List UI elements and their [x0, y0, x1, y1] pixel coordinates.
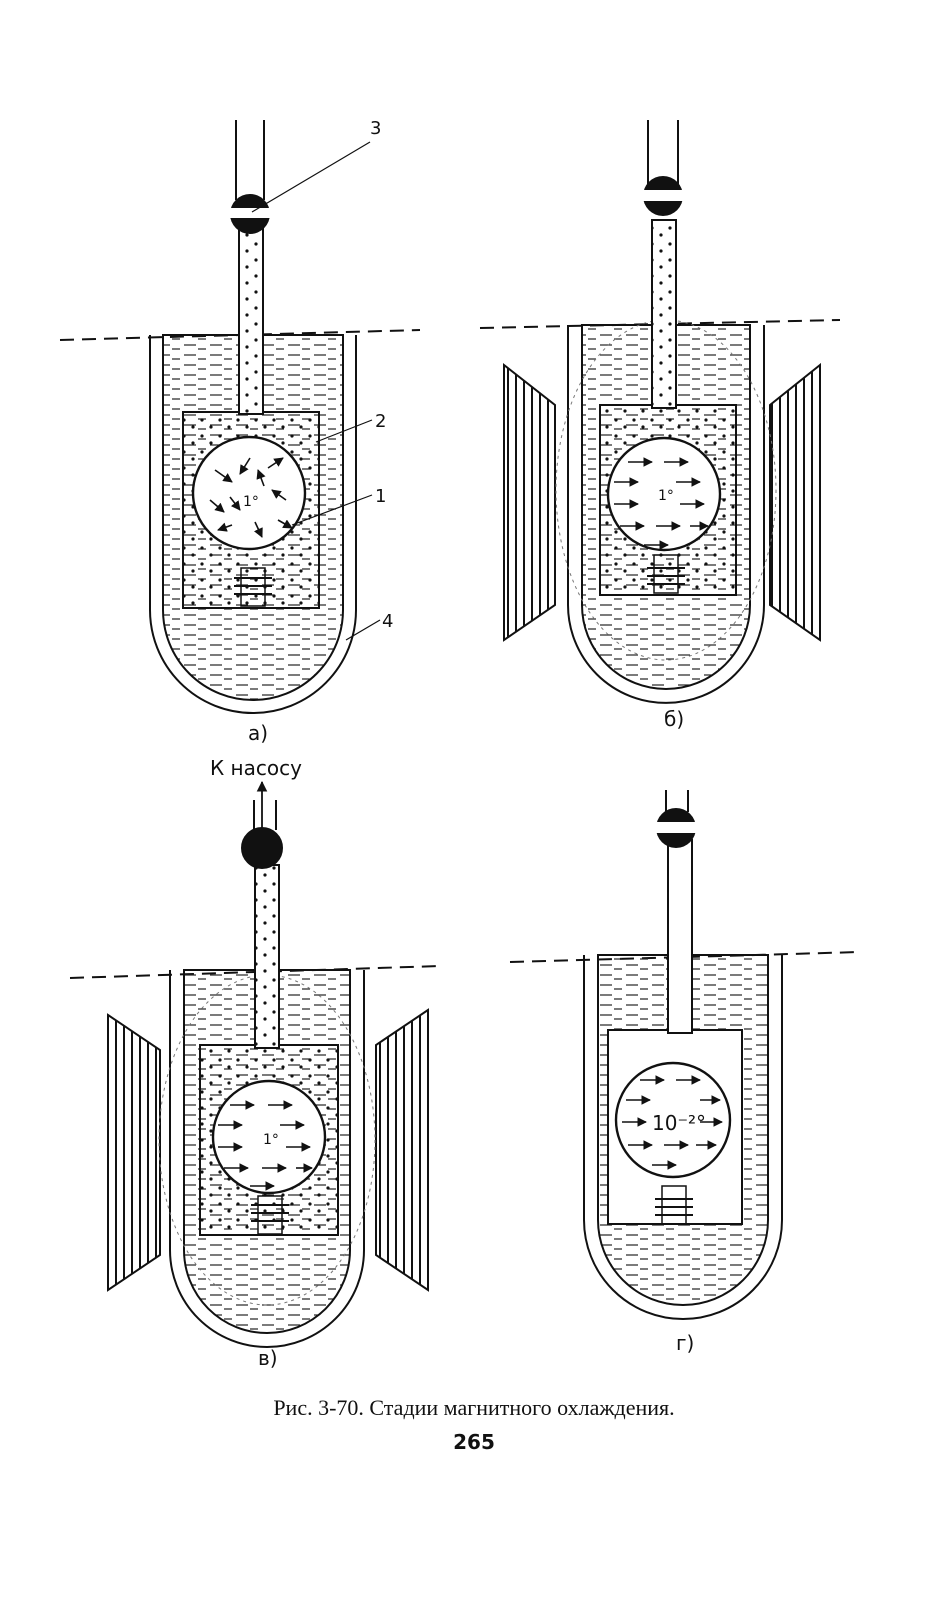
panel-label-g: г): [676, 1331, 694, 1355]
callout-3: 3: [370, 118, 381, 139]
callout-4: 4: [382, 611, 393, 632]
valve-icon: [656, 808, 696, 848]
callout-2: 2: [375, 411, 386, 432]
panel-g: 10⁻²° г): [509, 790, 861, 1355]
panel-b: 1° б): [479, 120, 841, 731]
panel-label-b: б): [664, 707, 684, 731]
panel-v: 1° К насосу в): [69, 756, 441, 1370]
page-number: 265: [453, 1430, 495, 1454]
panel-label-a: а): [248, 721, 268, 745]
sphere-temp-a: 1°: [243, 494, 259, 510]
callout-1: 1: [375, 486, 386, 507]
valve-open-icon: [241, 827, 283, 869]
figure-caption: Рис. 3-70. Стадии магнитного охлаждения.: [273, 1395, 675, 1420]
pump-label: К насосу: [210, 756, 302, 780]
valve-icon: [230, 194, 270, 234]
sphere-temp-b: 1°: [658, 488, 674, 504]
sphere-temp-v: 1°: [263, 1132, 279, 1148]
sphere-temp-g: 10⁻²°: [652, 1111, 706, 1135]
panel-label-v: в): [258, 1346, 278, 1370]
valve-icon: [643, 176, 683, 216]
panel-a: 1° 3 2 1 4 а): [59, 118, 421, 745]
